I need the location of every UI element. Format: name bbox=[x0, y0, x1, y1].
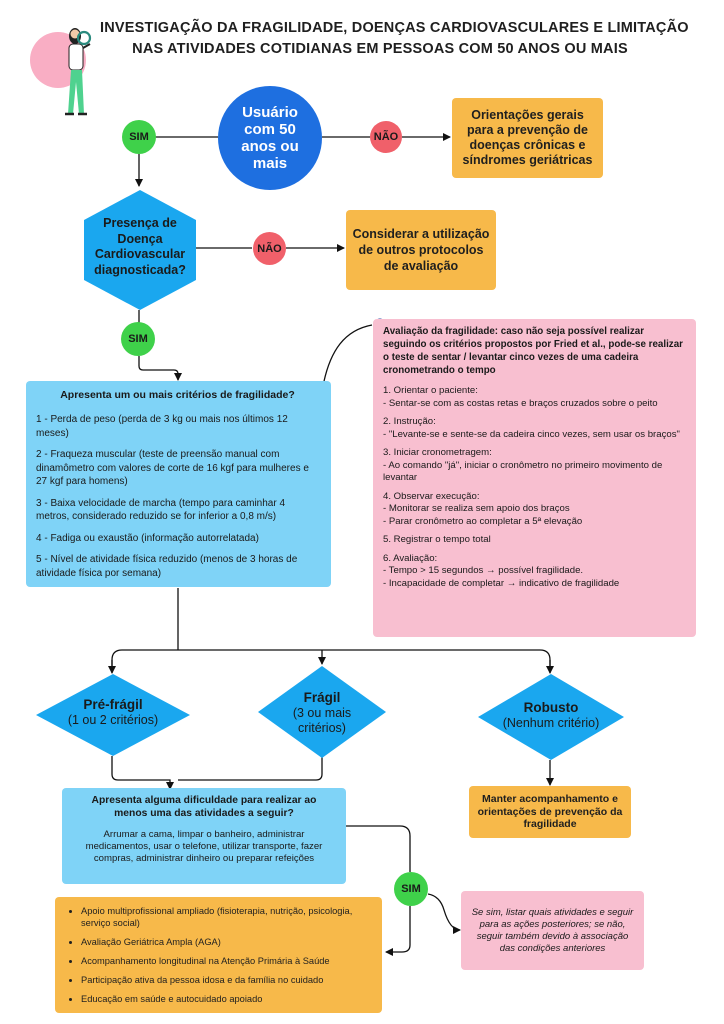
no-badge-cardio: NÃO bbox=[253, 232, 286, 265]
prefragil-name: Pré-frágil bbox=[83, 697, 143, 712]
step-title: 2. Instrução: bbox=[383, 416, 436, 427]
arrow-to-note bbox=[427, 893, 461, 934]
arrow-to-criteria bbox=[138, 356, 182, 381]
title-line-1: INVESTIGAÇÃO DA FRAGILIDADE, DOENÇAS CAR… bbox=[100, 20, 689, 36]
criterion-item: 5 - Nível de atividade física reduzido (… bbox=[36, 554, 298, 579]
start-node-age: Usuário com 50 anos ou mais bbox=[218, 86, 322, 190]
arrow-to-actions bbox=[385, 906, 411, 956]
frailty-evaluation-box: Avaliação da fragilidade: caso não seja … bbox=[373, 319, 696, 637]
note-box: Se sim, listar quais atividades e seguir… bbox=[461, 891, 644, 970]
yes-badge-age: SIM bbox=[122, 120, 156, 154]
robusto-result: Robusto (Nenhum critério) bbox=[476, 700, 626, 731]
step-line: - Sentar-se com as costas retas e braços… bbox=[383, 397, 658, 409]
prefragil-detail: (1 ou 2 critérios) bbox=[67, 713, 159, 727]
care-action-item: Participação ativa da pessoa idosa e da … bbox=[81, 974, 372, 986]
fragil-detail: (3 ou mais bbox=[292, 706, 352, 720]
cardio-line: Doença bbox=[117, 231, 163, 246]
evaluation-step: 1. Orientar o paciente: - Sentar-se com … bbox=[383, 385, 688, 410]
start-node-line: com 50 bbox=[244, 121, 296, 138]
step-line: - Monitorar se realiza sem apoio dos bra… bbox=[383, 503, 570, 514]
daily-activities-box: Apresenta alguma dificuldade para realiz… bbox=[62, 788, 346, 884]
care-action-item: Apoio multiprofissional ampliado (fisiot… bbox=[81, 905, 372, 929]
maintain-line: fragilidade bbox=[523, 818, 577, 831]
start-node-line: mais bbox=[252, 155, 288, 172]
robusto-name: Robusto bbox=[523, 700, 579, 715]
maintain-line: Manter acompanhamento e bbox=[482, 793, 618, 806]
step-title: 3. Iniciar cronometragem: bbox=[383, 447, 492, 458]
step-title: 4. Observar execução: bbox=[383, 490, 480, 502]
fragil-name: Frágil bbox=[303, 690, 341, 705]
step-line: - Tempo > 15 segundos → possível fragili… bbox=[383, 565, 584, 576]
cardio-line: Cardiovascular bbox=[94, 247, 186, 261]
other-protocols-line: de avaliação bbox=[383, 259, 459, 273]
step-line: - Ao comando "já", iniciar o cronômetro … bbox=[383, 459, 663, 484]
other-protocols-line: Considerar a utilização bbox=[352, 227, 490, 241]
criteria-heading: Apresenta um ou mais critérios de fragil… bbox=[60, 389, 295, 401]
evaluation-step: 3. Iniciar cronometragem: - Ao comando "… bbox=[383, 447, 688, 485]
evaluation-step: 5. Registrar o tempo total bbox=[383, 534, 688, 547]
fragil-result: Frágil (3 ou mais critérios) bbox=[256, 690, 388, 736]
fragil-detail: critérios) bbox=[298, 721, 346, 735]
other-protocols-line: de outros protocolos bbox=[358, 243, 484, 257]
cardiovascular-question: Presença de Doença Cardiovascular diagno… bbox=[82, 216, 198, 278]
activities-list: Arrumar a cama, limpar o banheiro, admin… bbox=[85, 829, 323, 864]
cardio-line: Presença de bbox=[103, 216, 177, 230]
no-badge-age: NÃO bbox=[370, 121, 402, 153]
start-node-line: anos ou bbox=[241, 138, 299, 155]
criterion-item: 3 - Baixa velocidade de marcha (tempo pa… bbox=[36, 497, 286, 523]
cardiovascular-decision-shape bbox=[84, 190, 196, 310]
fragil-diamond-shape bbox=[258, 666, 386, 758]
yes-badge-cardio: SIM bbox=[121, 322, 155, 356]
step-line: - Incapacidade de completar → indicativo… bbox=[383, 577, 620, 589]
line-activities-sim bbox=[346, 825, 411, 872]
care-action-item: Avaliação Geriátrica Ampla (AGA) bbox=[81, 936, 372, 948]
start-node-line: Usuário bbox=[242, 104, 298, 121]
evaluation-heading: Avaliação da fragilidade: caso não seja … bbox=[383, 326, 683, 376]
care-actions-list: Apoio multiprofissional ampliado (fisiot… bbox=[67, 905, 372, 1005]
step-line: - Parar cronômetro ao completar a 5ª ele… bbox=[383, 515, 583, 527]
step-title: 5. Registrar o tempo total bbox=[383, 534, 491, 545]
activities-heading: Apresenta alguma dificuldade para realiz… bbox=[91, 795, 317, 819]
care-action-item: Educação em saúde e autocuidado apoiado bbox=[81, 993, 372, 1005]
guidance-line: para a prevenção de bbox=[467, 123, 588, 137]
prefragil-result: Pré-frágil (1 ou 2 critérios) bbox=[34, 697, 192, 728]
prefragil-diamond-shape bbox=[36, 674, 190, 756]
line-fragil-activities bbox=[178, 756, 323, 781]
curve-to-eval bbox=[322, 324, 373, 387]
frailty-criteria-box: Apresenta um ou mais critérios de fragil… bbox=[26, 381, 331, 587]
guidance-line: doenças crônicas e bbox=[469, 138, 586, 152]
criterion-item: 4 - Fadiga ou exaustão (informação autor… bbox=[36, 532, 259, 544]
yes-badge-activities: SIM bbox=[394, 872, 428, 906]
maintain-follow-up-box: Manter acompanhamento e orientações de p… bbox=[469, 786, 631, 838]
line-branch bbox=[111, 649, 551, 670]
care-actions-box: Apoio multiprofissional ampliado (fisiot… bbox=[55, 897, 382, 1013]
criterion-item: 1 - Perda de peso (perda de 3 kg ou mais… bbox=[36, 414, 288, 439]
page-title: INVESTIGAÇÃO DA FRAGILIDADE, DOENÇAS CAR… bbox=[100, 18, 689, 60]
general-guidance-box: Orientações gerais para a prevenção de d… bbox=[452, 98, 603, 178]
step-title: 6. Avaliação: bbox=[383, 552, 438, 564]
other-protocols-box: Considerar a utilização de outros protoc… bbox=[346, 210, 496, 290]
step-line: - "Levante-se e sente-se da cadeira cinc… bbox=[383, 428, 680, 440]
robusto-diamond-shape bbox=[478, 674, 624, 760]
evaluation-step: 2. Instrução: - "Levante-se e sente-se d… bbox=[383, 416, 688, 441]
maintain-line: orientações de prevenção da bbox=[477, 805, 623, 818]
criterion-item: 2 - Fraqueza muscular (teste de preensão… bbox=[36, 449, 309, 487]
cardio-line: diagnosticada? bbox=[94, 262, 186, 277]
title-line-2: NAS ATIVIDADES COTIDIANAS EM PESSOAS COM… bbox=[132, 41, 628, 57]
evaluation-step: 4. Observar execução: - Monitorar se rea… bbox=[383, 491, 688, 529]
person-with-magnifier-illustration bbox=[30, 28, 92, 116]
guidance-line: síndromes geriátricas bbox=[462, 153, 593, 167]
evaluation-step: 6. Avaliação: - Tempo > 15 segundos → po… bbox=[383, 553, 688, 591]
robusto-detail: (Nenhum critério) bbox=[502, 716, 600, 730]
arrow-prefragil-activities bbox=[111, 756, 174, 790]
guidance-line: Orientações gerais bbox=[471, 108, 584, 122]
care-action-item: Acompanhamento longitudinal na Atenção P… bbox=[81, 955, 372, 967]
step-title: 1. Orientar o paciente: bbox=[383, 385, 478, 396]
